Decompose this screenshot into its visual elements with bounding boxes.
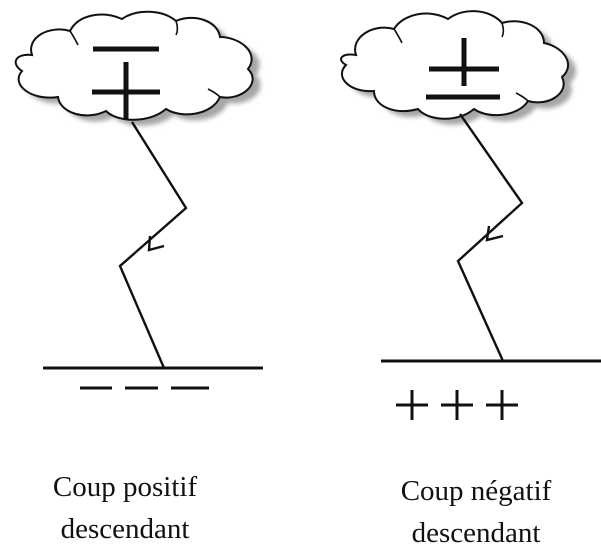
cloud-right-body	[340, 10, 569, 120]
caption-positive-line1: Coup positif	[52, 471, 198, 503]
caption-negative: Coup négatif descendant	[356, 470, 596, 554]
cloud-left-inner-scallop	[69, 20, 221, 98]
lightning-bolt-right	[456, 113, 524, 362]
ground-charges-right	[396, 390, 518, 420]
lightning-diagram: Coup positif descendant Coup négatif des…	[14, 10, 601, 549]
arrow-head-right	[485, 225, 504, 242]
caption-negative-line1: Coup négatif	[400, 475, 552, 507]
lightning-bolt-left	[118, 121, 188, 369]
arrow-head-left	[147, 235, 165, 252]
caption-positive-line2: descendant	[60, 513, 190, 545]
caption-positive: Coup positif descendant	[5, 466, 245, 550]
cloud-left-charges	[92, 46, 160, 119]
caption-negative-line2: descendant	[411, 517, 541, 549]
cloud-right-inner-scallop	[393, 22, 529, 102]
panel-negative	[340, 10, 601, 420]
cloud-right-charges	[426, 38, 500, 100]
cloud-left	[14, 10, 261, 126]
diagram-canvas	[14, 10, 601, 420]
panel-positive	[14, 10, 263, 390]
